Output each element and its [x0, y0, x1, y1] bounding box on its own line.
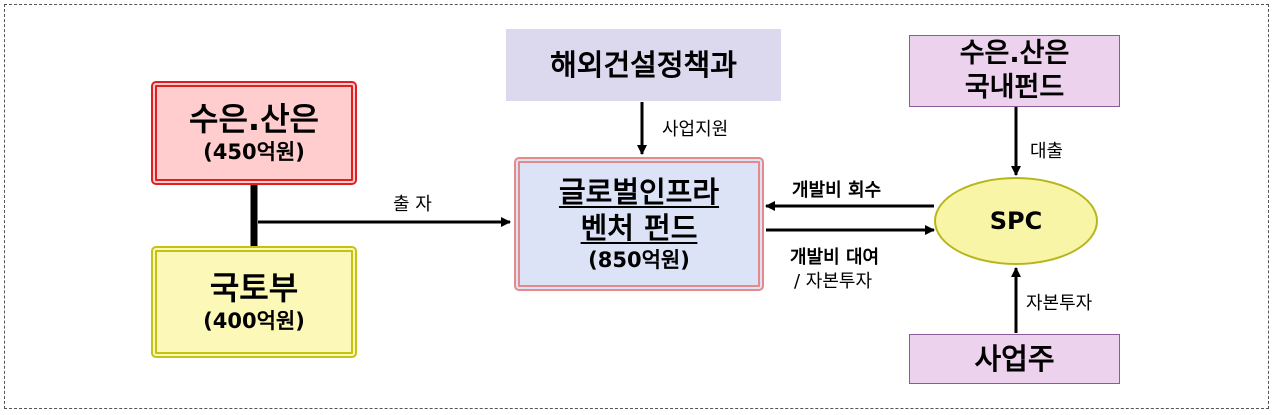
- investment-label: 출 자: [393, 194, 432, 215]
- global-fund-amount: (850억원): [588, 247, 690, 272]
- lending-label: 대출: [1030, 141, 1064, 162]
- spc-node: SPC: [934, 177, 1098, 265]
- domestic-fund-line2: 국내펀드: [964, 72, 1065, 103]
- domestic-fund-box: 수은.산은 국내펀드: [909, 35, 1120, 107]
- global-fund-box: 글로벌인프라 벤처 펀드 (850억원): [514, 157, 764, 291]
- equity-investment-label: 자본투자: [1026, 293, 1093, 314]
- suen-sanen-title: 수은.산은: [189, 100, 319, 139]
- global-fund-line2: 벤처 펀드: [580, 211, 698, 246]
- overseas-policy-box: 해외건설정책과: [506, 29, 781, 101]
- spc-title: SPC: [989, 207, 1043, 235]
- overseas-policy-title: 해외건설정책과: [550, 47, 737, 82]
- suen-sanen-box: 수은.산은 (450억원): [151, 81, 357, 185]
- molit-box: 국토부 (400억원): [151, 246, 357, 358]
- loan-label-line2: / 자본투자: [794, 271, 873, 292]
- business-support-label: 사업지원: [662, 119, 729, 140]
- project-owner-box: 사업주: [909, 334, 1120, 384]
- domestic-fund-line1: 수은.산은: [959, 38, 1070, 70]
- diagram-frame: [4, 4, 1269, 409]
- molit-title: 국토부: [209, 269, 299, 308]
- project-owner-title: 사업주: [974, 341, 1055, 376]
- suen-sanen-amount: (450억원): [203, 139, 305, 164]
- global-fund-line1: 글로벌인프라: [558, 175, 720, 210]
- molit-amount: (400억원): [203, 308, 305, 333]
- recovery-label: 개발비 회수: [792, 180, 882, 201]
- loan-label-line1: 개발비 대여: [790, 247, 880, 268]
